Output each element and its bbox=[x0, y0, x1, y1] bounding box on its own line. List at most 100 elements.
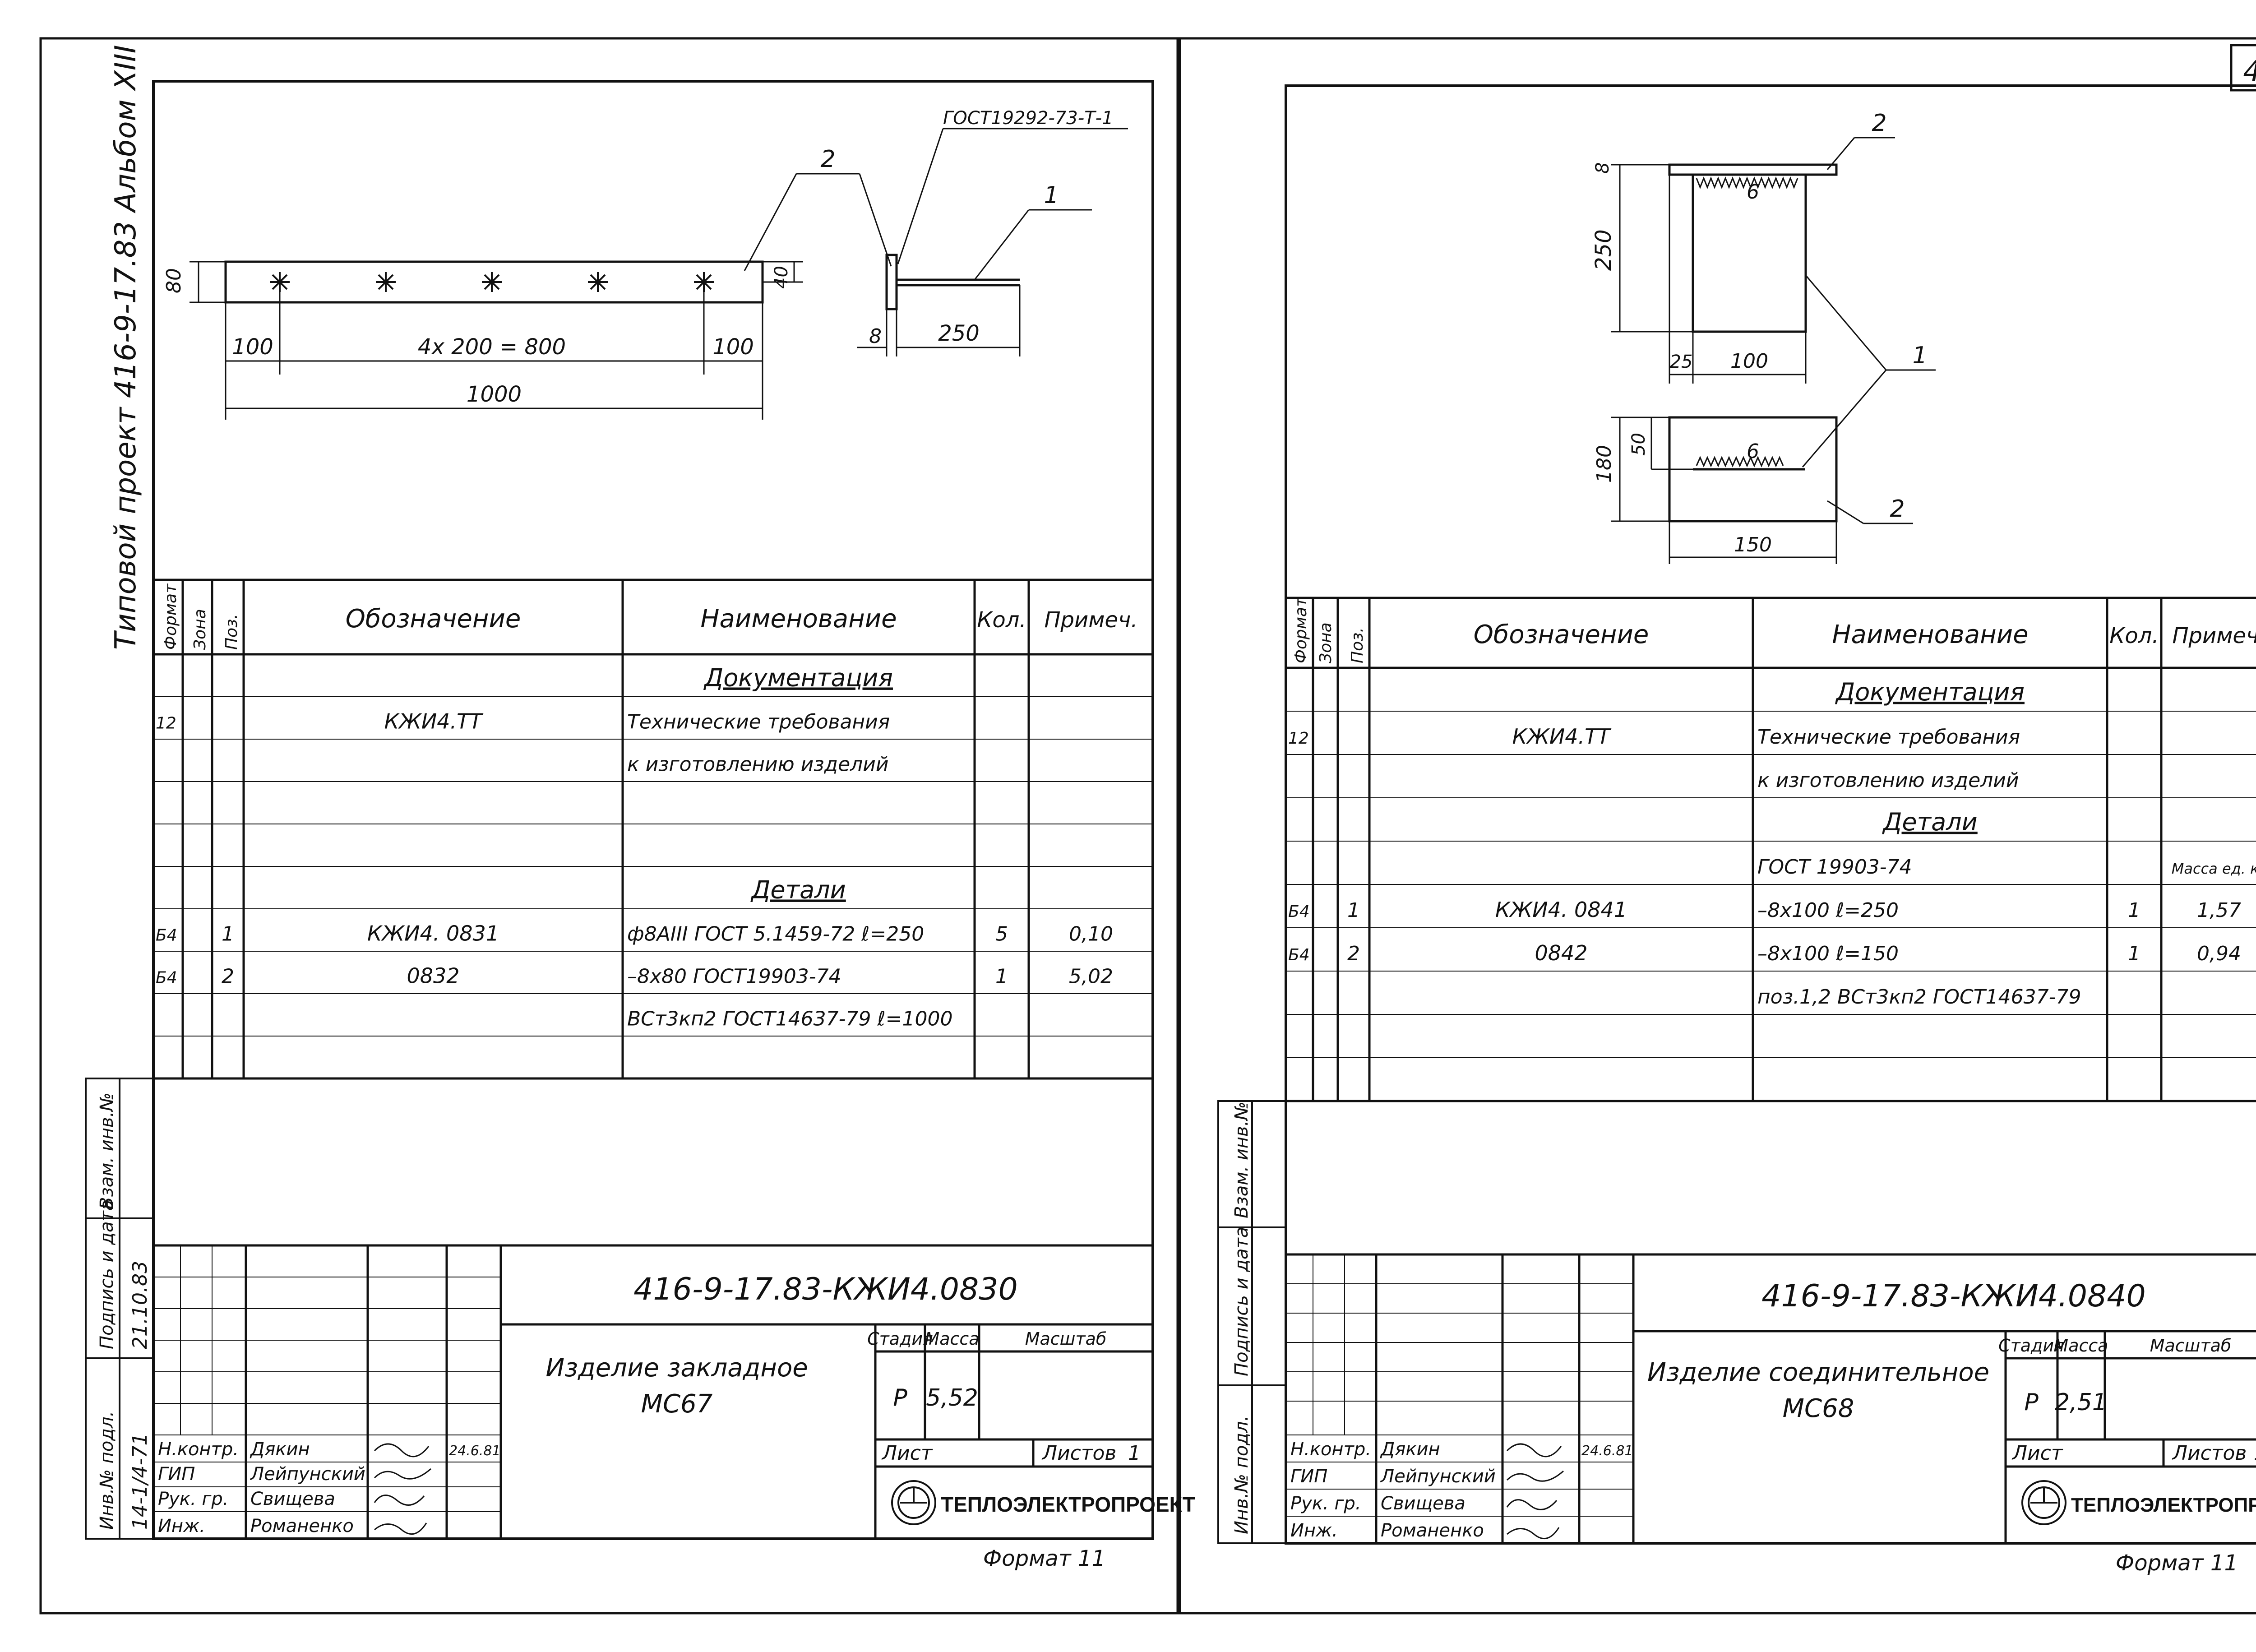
left-hdr-pos: Поз. bbox=[222, 614, 241, 650]
right-person-4: Романенко bbox=[1381, 1520, 1484, 1541]
table-cell-name: Детали bbox=[750, 876, 846, 904]
left-person-1: Дякин bbox=[250, 1439, 310, 1460]
page-number: 47 bbox=[2243, 55, 2256, 88]
table-cell-note: 0,10 bbox=[1069, 923, 1113, 946]
table-cell-fmt: Б4 bbox=[156, 969, 177, 987]
left-binding-label-1: Инв.№ подл. bbox=[97, 1411, 117, 1530]
right-drawing: 6 6 8 250 25 100 180 50 150 2 1 2 bbox=[1591, 110, 1936, 564]
right-binding-label-1: Инв.№ подл. bbox=[1231, 1416, 1252, 1534]
table-cell-fmt: Б4 bbox=[1288, 902, 1310, 921]
table-cell-name: Детали bbox=[1882, 808, 1978, 836]
right-mass: 2,51 bbox=[2055, 1389, 2107, 1416]
right-role-4: Инж. bbox=[1290, 1520, 1338, 1541]
table-cell-qty: 1 bbox=[995, 965, 1008, 988]
page-number-box bbox=[2230, 44, 2256, 92]
left-org-name: ТЕПЛОЭЛЕКТРОПРОЕКТ bbox=[941, 1493, 1195, 1516]
right-dim-plate-w: 150 bbox=[1734, 533, 1772, 556]
left-hdr-note: Примеч. bbox=[1044, 607, 1137, 633]
dim-rod: 250 bbox=[938, 321, 980, 346]
table-cell-code: КЖИ4. 0831 bbox=[367, 921, 499, 946]
left-hdr-format: Формат bbox=[162, 583, 180, 650]
right-item-mark: МС68 bbox=[1783, 1394, 1854, 1423]
right-dim-height: 250 bbox=[1591, 229, 1616, 271]
right-sheet-label: Лист bbox=[2011, 1442, 2063, 1465]
left-mass-label: Масса bbox=[925, 1329, 979, 1349]
table-cell-pos: 2 bbox=[222, 965, 234, 988]
right-doc-code: 416-9-17.83-КЖИ4.0840 bbox=[1761, 1278, 2146, 1314]
table-cell-name: –8х80 ГОСТ19903-74 bbox=[627, 965, 841, 988]
dim-edge2: 100 bbox=[712, 334, 754, 360]
right-dim-thickness: 8 bbox=[1592, 162, 1613, 174]
left-date: 24.6.81 bbox=[449, 1443, 501, 1459]
right-sheets-label: Листов bbox=[2172, 1442, 2247, 1465]
left-org-logo bbox=[891, 1480, 936, 1525]
dim-height: 80 bbox=[162, 268, 185, 293]
table-cell-qty: 1 bbox=[2128, 942, 2140, 965]
dim-pitch: 4х 200 = 800 bbox=[418, 334, 566, 360]
left-sheets: 1 bbox=[1128, 1442, 1141, 1465]
right-pos2-label: 2 bbox=[1872, 110, 1886, 137]
left-binding-label-3: Взам. инв.№ bbox=[97, 1092, 117, 1209]
right-frame bbox=[1285, 84, 2256, 1545]
table-cell-qty: 5 bbox=[995, 923, 1008, 946]
table-cell-fmt: Б4 bbox=[1288, 946, 1310, 964]
left-binding-label-2: Подпись и дата bbox=[97, 1200, 117, 1349]
left-person-3: Свищева bbox=[250, 1489, 335, 1509]
right-hdr-note: Примеч. bbox=[2172, 623, 2256, 648]
right-stage: Р bbox=[2024, 1389, 2039, 1416]
right-binding-label-2: Подпись и дата bbox=[1231, 1227, 1252, 1376]
left-sheet-label: Лист bbox=[881, 1442, 933, 1465]
right-format-label: Формат 11 bbox=[2116, 1550, 2238, 1576]
table-cell-name: –8х100 ℓ=150 bbox=[1757, 942, 1899, 965]
table-cell-qty: 1 bbox=[2128, 899, 2140, 922]
table-cell-name: –8х100 ℓ=250 bbox=[1757, 899, 1899, 922]
left-item-name: Изделие закладное bbox=[546, 1353, 808, 1383]
right-mass-label: Масса bbox=[2053, 1336, 2108, 1356]
right-role-2: ГИП bbox=[1290, 1466, 1327, 1487]
left-spec-table: Формат Зона Поз. Обозначение Наименовани… bbox=[153, 578, 1153, 1080]
table-cell-name: ф8АIII ГОСТ 5.1459-72 ℓ=250 bbox=[627, 923, 924, 946]
right-hdr-format: Формат bbox=[1292, 597, 1310, 663]
table-cell-name: поз.1,2 ВСт3кп2 ГОСТ14637-79 bbox=[1757, 986, 2081, 1009]
table-cell-name: ВСт3кп2 ГОСТ14637-79 ℓ=1000 bbox=[627, 1008, 952, 1031]
dim-total: 1000 bbox=[467, 382, 522, 407]
table-cell-name: Технические требования bbox=[627, 711, 890, 734]
table-cell-code: КЖИ4. 0841 bbox=[1495, 898, 1627, 922]
right-pos1-label: 1 bbox=[1912, 342, 1927, 369]
left-stage-label: Стадия bbox=[867, 1329, 933, 1349]
left-sheets-label: Листов bbox=[1041, 1442, 1116, 1465]
table-cell-pos: 1 bbox=[1347, 899, 1360, 922]
table-cell-fmt: 12 bbox=[1288, 729, 1309, 748]
table-cell-code: 0832 bbox=[407, 964, 459, 988]
table-cell-code: 0842 bbox=[1535, 941, 1587, 965]
right-weld1: 6 bbox=[1747, 180, 1759, 204]
right-hdr-name: Наименование bbox=[1832, 620, 2028, 649]
left-person-4: Романенко bbox=[250, 1516, 354, 1536]
table-cell-fmt: 12 bbox=[156, 714, 176, 733]
left-hdr-code: Обозначение bbox=[346, 604, 521, 634]
left-pos2-label: 2 bbox=[820, 146, 835, 173]
right-scale-label: Масштаб bbox=[2150, 1336, 2232, 1356]
right-person-3: Свищева bbox=[1381, 1493, 1465, 1514]
table-cell-name: ГОСТ 19903-74 bbox=[1757, 856, 1912, 879]
right-spec-table: Формат Зона Поз. Обозначение Наименовани… bbox=[1286, 597, 2256, 1102]
left-scale-label: Масштаб bbox=[1025, 1329, 1107, 1349]
sheet-borders bbox=[39, 37, 2256, 1615]
left-drawing: 100 4х 200 = 800 100 1000 80 40 8 250 bbox=[162, 108, 1128, 420]
right-signatures bbox=[1506, 1443, 1564, 1539]
right-dim-plate-h: 180 bbox=[1593, 445, 1616, 483]
left-hdr-zone: Зона bbox=[191, 609, 209, 650]
dim-thickness: 8 bbox=[869, 325, 882, 348]
right-item-name: Изделие соединительное bbox=[1647, 1358, 1989, 1387]
right-pos2b-label: 2 bbox=[1890, 495, 1905, 523]
left-signatures bbox=[374, 1443, 431, 1535]
left-binding-value-2: 21.10.83 bbox=[129, 1261, 152, 1349]
left-mass: 5,52 bbox=[926, 1384, 978, 1411]
right-hdr-pos: Поз. bbox=[1348, 627, 1367, 663]
left-binding-value-1: 14-1/4-71 bbox=[129, 1433, 152, 1530]
right-dim-width: 100 bbox=[1730, 350, 1768, 373]
left-hdr-qty: Кол. bbox=[977, 607, 1026, 633]
left-title-block: 416-9-17.83-КЖИ4.0830 Изделие закладное … bbox=[153, 1244, 1195, 1571]
right-weld2: 6 bbox=[1747, 440, 1759, 463]
